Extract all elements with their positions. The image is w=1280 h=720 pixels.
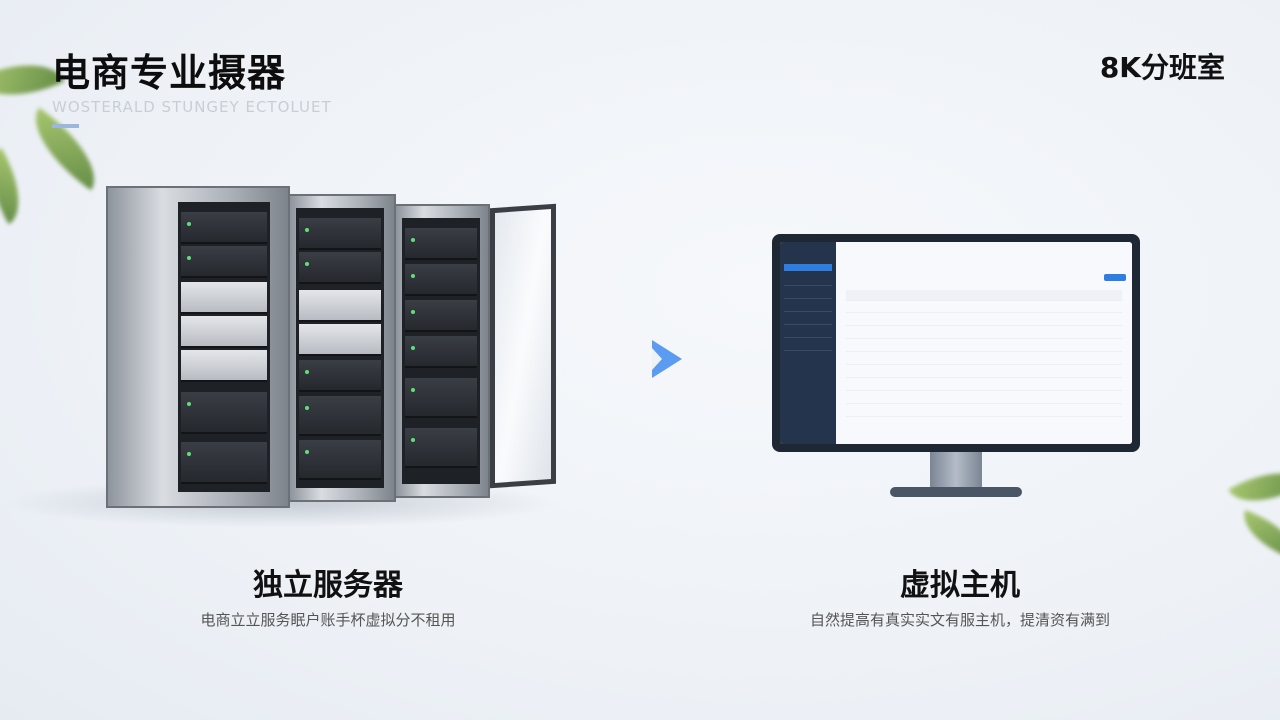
sidebar-item [784, 317, 832, 325]
rack-bay [178, 202, 270, 492]
sidebar-item [784, 330, 832, 338]
table-header-row [846, 290, 1122, 301]
status-led [411, 238, 415, 242]
server-unit [299, 218, 381, 250]
server-unit [405, 228, 477, 260]
server-unit [299, 440, 381, 480]
brand-name: 8K分班室 [1099, 51, 1225, 84]
dedicated-server-title: 独立服务器 [253, 568, 403, 603]
status-led [411, 346, 415, 350]
server-unit [181, 350, 267, 382]
status-led [305, 228, 309, 232]
sidebar-item [784, 343, 832, 351]
status-led [411, 310, 415, 314]
server-unit [405, 300, 477, 332]
table-row [846, 367, 1122, 378]
table-row [846, 406, 1122, 417]
status-led [305, 406, 309, 410]
title-accent-bar [52, 124, 79, 128]
server-unit [405, 264, 477, 296]
server-unit [181, 282, 267, 314]
server-unit [405, 378, 477, 418]
virtual-host-description: 自然提高有真实实文有服主机，提清资有满到 [809, 611, 1110, 629]
server-rack [288, 194, 396, 502]
rack-glass-door [490, 203, 556, 489]
dashboard-sidebar [780, 242, 836, 444]
dashboard-main [836, 242, 1132, 444]
server-rack [106, 186, 290, 508]
table-row [846, 354, 1122, 365]
table-row [846, 315, 1122, 326]
table-row [846, 341, 1122, 352]
table-row [846, 328, 1122, 339]
server-unit [181, 442, 267, 484]
leaf-decoration-top-left [17, 107, 113, 191]
server-unit [299, 396, 381, 436]
status-led [305, 370, 309, 374]
status-led [187, 222, 191, 226]
table-row [846, 302, 1122, 313]
table-row [846, 380, 1122, 391]
sidebar-item [784, 291, 832, 299]
monitor-illustration [772, 234, 1140, 452]
leaf-decoration-bottom-right [1228, 454, 1280, 520]
server-unit [299, 360, 381, 392]
leaf-decoration-bottom-right [1234, 509, 1280, 561]
server-unit [181, 316, 267, 348]
page-title: 电商专业摄器 [52, 51, 287, 95]
monitor-screen [780, 242, 1132, 444]
server-rack [394, 204, 490, 498]
server-unit [299, 324, 381, 356]
server-unit [405, 336, 477, 368]
page-subtitle: WOSTERALD STUNGEY ECTOLUET [52, 98, 332, 116]
table-row [846, 393, 1122, 404]
server-unit [405, 428, 477, 468]
monitor-stand [930, 452, 982, 490]
server-unit [181, 246, 267, 278]
server-unit [181, 392, 267, 434]
rack-bay [296, 208, 384, 488]
sidebar-item [784, 304, 832, 312]
arrow-notch [652, 348, 662, 370]
status-led [187, 452, 191, 456]
monitor-base [890, 487, 1022, 497]
status-led [187, 256, 191, 260]
leaf-decoration-top-left [0, 147, 37, 225]
status-led [305, 262, 309, 266]
status-led [411, 388, 415, 392]
sidebar-item [784, 278, 832, 286]
status-led [411, 274, 415, 278]
status-led [411, 438, 415, 442]
sidebar-item [784, 264, 832, 271]
dedicated-server-description: 电商立立服务眠户账手杯虚拟分不租用 [200, 611, 456, 629]
status-led [305, 450, 309, 454]
server-unit [299, 252, 381, 284]
rack-bay [402, 218, 480, 484]
dashboard-primary-button [1104, 274, 1126, 281]
server-unit [181, 212, 267, 244]
status-led [187, 402, 191, 406]
virtual-host-title: 虚拟主机 [900, 568, 1020, 603]
server-unit [299, 290, 381, 322]
